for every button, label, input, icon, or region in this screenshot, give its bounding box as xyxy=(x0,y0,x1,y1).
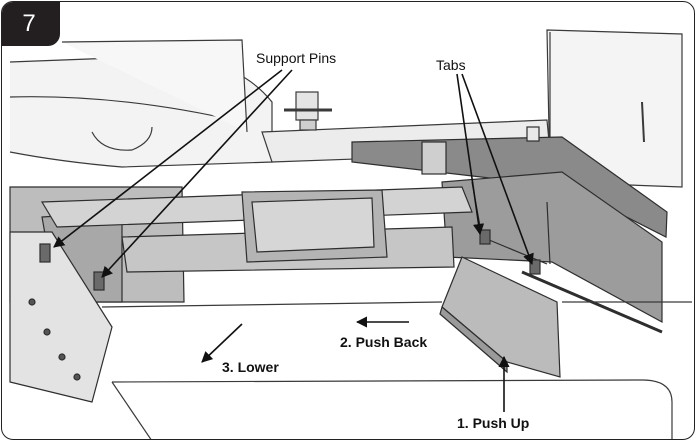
angled-front-plate xyxy=(439,229,561,378)
push-back-label: 2. Push Back xyxy=(340,334,428,350)
tab-leader-2 xyxy=(461,73,534,266)
tabs-label: Tabs xyxy=(436,57,466,73)
callout-arrows xyxy=(53,69,534,412)
lower-label: 3. Lower xyxy=(222,359,279,375)
base-floor-outline xyxy=(101,301,692,439)
tab-leader-1 xyxy=(456,73,485,236)
support-pin-leader-1 xyxy=(53,69,283,248)
main-rail-assembly xyxy=(9,186,473,403)
lower-arrow xyxy=(201,323,243,363)
push-up-label: 1. Push Up xyxy=(457,415,530,431)
support-pin-leader-2 xyxy=(101,69,293,278)
support-pins-label: Support Pins xyxy=(256,50,337,66)
step-number-badge: 7 xyxy=(2,2,60,46)
